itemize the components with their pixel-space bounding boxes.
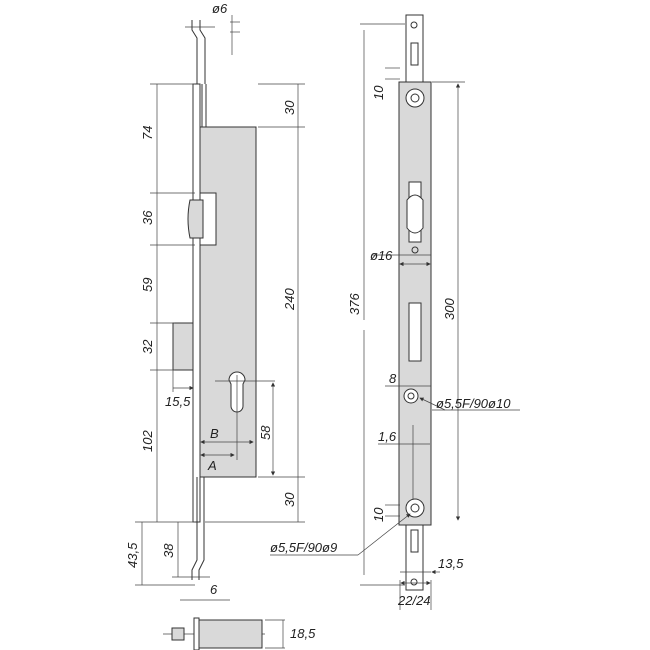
dim-1-6: 1,6 xyxy=(378,429,397,444)
dim-10-bottom: 10 xyxy=(371,507,386,522)
bottom-rod xyxy=(191,477,205,580)
dim-376: 376 xyxy=(347,293,362,315)
faceplate xyxy=(192,83,201,523)
side-view: 74 36 59 32 102 43,5 38 15,5 ø6 30 240 3… xyxy=(125,1,305,601)
dim-74: 74 xyxy=(140,126,155,140)
dim-240: 240 xyxy=(282,288,297,311)
dim-16: ø16 xyxy=(370,248,393,263)
dim-30-bottom: 30 xyxy=(282,492,297,507)
dim-18-5: 18,5 xyxy=(290,626,316,641)
lock-case xyxy=(199,126,257,478)
dim-30-top: 30 xyxy=(282,100,297,115)
dim-rod-bottom: 6 xyxy=(210,582,218,597)
dim-300: 300 xyxy=(442,298,457,320)
top-rod xyxy=(191,20,206,84)
dim-38: 38 xyxy=(161,543,176,558)
dim-rod-dia: ø6 xyxy=(212,1,228,16)
bolt-opening xyxy=(406,194,424,234)
dim-102: 102 xyxy=(140,430,155,452)
bolt xyxy=(187,199,204,239)
front-view: 376 300 10 ø16 8 ø5,5F/90ø10 1,6 10 ø5,5… xyxy=(270,14,520,610)
dim-8: 8 xyxy=(389,371,397,386)
dim-22-24: 22/24 xyxy=(397,593,431,608)
bottom-view: 18,5 xyxy=(163,617,316,650)
dim-B: B xyxy=(210,426,219,441)
dim-15-5: 15,5 xyxy=(165,394,191,409)
dim-A: A xyxy=(207,458,217,473)
latch xyxy=(172,322,194,371)
dim-32: 32 xyxy=(140,339,155,354)
dim-hole-mid: ø5,5F/90ø10 xyxy=(436,396,511,411)
dim-43-5: 43,5 xyxy=(125,542,140,568)
dim-13-5: 13,5 xyxy=(438,556,464,571)
latch-slot xyxy=(408,302,422,362)
dim-36: 36 xyxy=(140,210,155,225)
dim-10-top: 10 xyxy=(371,85,386,100)
bottom-tab xyxy=(405,524,424,591)
dim-59: 59 xyxy=(140,278,155,292)
dim-hole-bottom: ø5,5F/90ø9 xyxy=(270,540,337,555)
dim-58: 58 xyxy=(258,425,273,440)
